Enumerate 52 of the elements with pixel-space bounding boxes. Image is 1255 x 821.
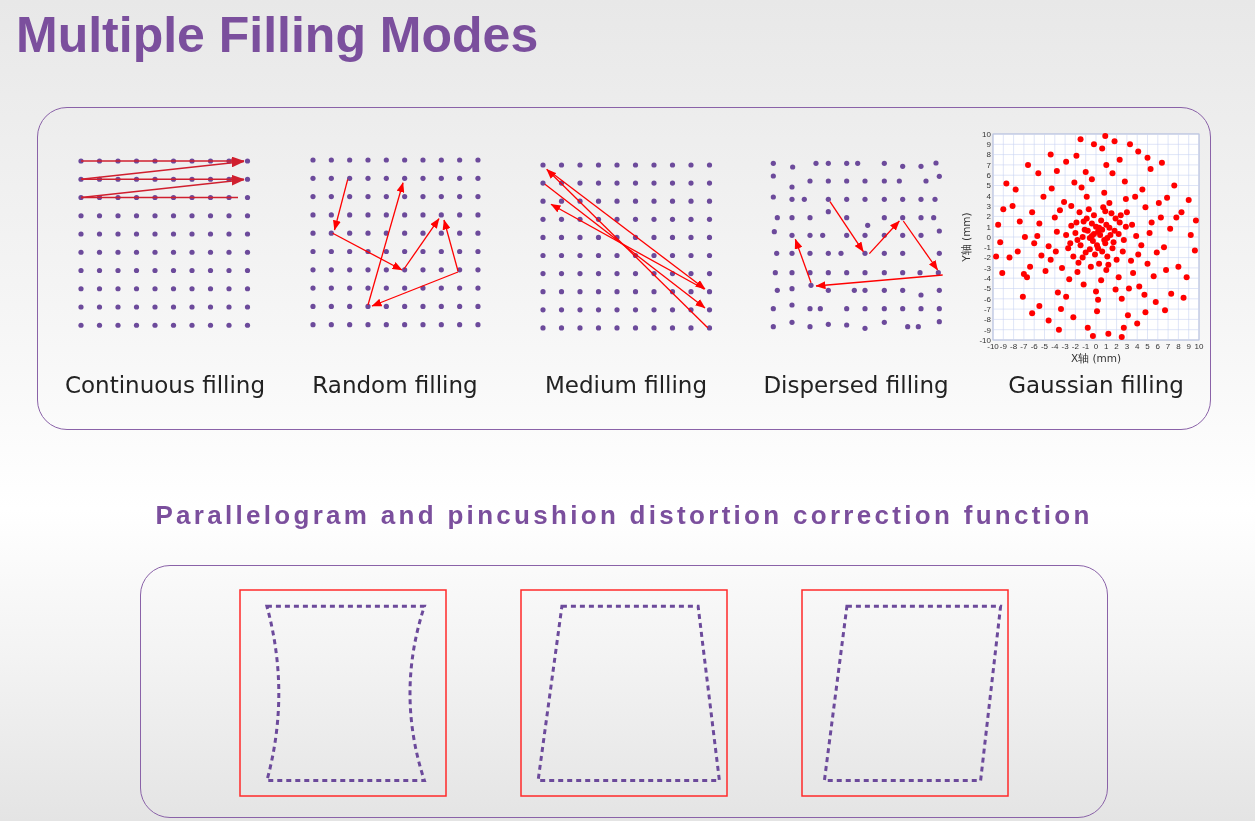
tick-label: -8 (983, 315, 991, 325)
tick-label: 7 (1165, 342, 1171, 351)
tick-label: -1 (983, 243, 991, 253)
tick-label: -4 (983, 274, 991, 283)
tick-label: -5 (1040, 342, 1049, 351)
tick-label: 10 (982, 129, 991, 139)
tick-label: 4 (1134, 342, 1140, 351)
tick-label: 0 (1093, 342, 1099, 351)
tick-label: -9 (983, 325, 991, 335)
tick-label: 6 (1155, 342, 1161, 351)
tick-label: 7 (986, 160, 991, 170)
image-caption: Random filling (312, 372, 478, 398)
tick-label: -6 (1030, 342, 1038, 351)
tick-label: 2 (986, 212, 991, 222)
page-title: Multiple Filling Modes (16, 6, 539, 64)
tick-label: -10 (987, 342, 999, 351)
image-caption: Continuous filling (64, 372, 266, 398)
image-caption: Gaussian filling (1008, 372, 1184, 398)
tick-label: 8 (1176, 342, 1181, 351)
tick-label: 9 (1186, 342, 1191, 351)
tick-label: -4 (1051, 342, 1059, 351)
tick-label: 1 (986, 222, 991, 232)
tick-label: 8 (986, 150, 991, 160)
axis-title: X轴 (mm) (1070, 352, 1122, 364)
tick-label: -3 (983, 263, 991, 273)
tick-label: -7 (983, 304, 991, 314)
tick-label: -2 (1071, 342, 1079, 351)
tick-label: 0 (986, 232, 991, 242)
image-caption: Medium filling (544, 372, 708, 398)
tick-label: 5 (986, 181, 991, 191)
tick-label: -8 (1010, 342, 1018, 351)
tick-label: 9 (986, 140, 991, 150)
tick-label: 3 (1124, 342, 1130, 351)
tick-label: -5 (983, 284, 991, 294)
tick-label: 10 (1194, 342, 1204, 351)
tick-label: 6 (986, 171, 991, 180)
tick-label: -6 (983, 294, 991, 304)
tick-label: -2 (983, 253, 991, 263)
tick-label: -1 (1082, 342, 1090, 351)
tick-label: 5 (1145, 342, 1150, 351)
section-heading: Parallelogram and pincushion distortion correction function (155, 500, 1093, 531)
tick-label: -7 (1020, 342, 1028, 351)
tick-label: -9 (999, 342, 1007, 351)
tick-label: 2 (1114, 342, 1119, 351)
tick-label: -3 (1061, 342, 1069, 351)
axis-title: Y轴 (mm) (960, 212, 972, 262)
tick-label: 1 (1104, 342, 1109, 351)
tick-label: 3 (986, 201, 991, 211)
image-caption: Dispersed filling (763, 372, 949, 398)
rounded-panel (37, 107, 1211, 430)
tick-label: 4 (986, 191, 991, 201)
tick-label: -10 (979, 335, 991, 345)
